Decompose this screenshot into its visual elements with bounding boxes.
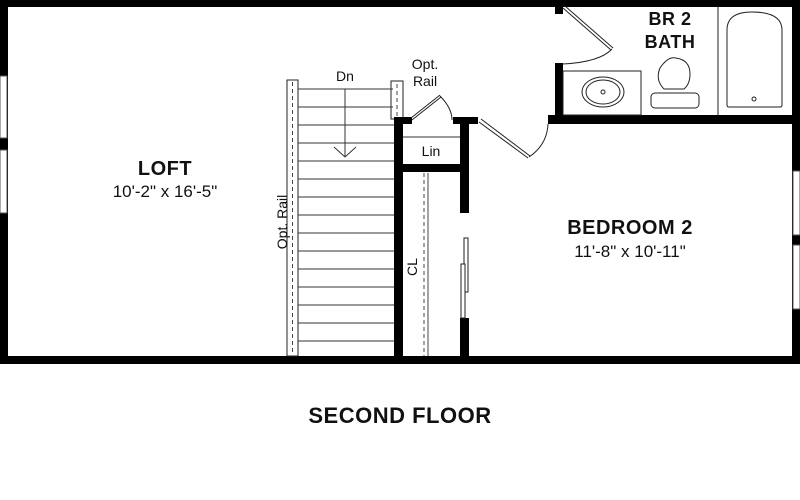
loft-room-name: LOFT <box>137 158 193 180</box>
bath-room-name-line1: BR 2 <box>648 9 692 29</box>
vanity <box>562 70 642 116</box>
opt-rail-top-label-line2: Rail <box>412 73 438 89</box>
bedroom2-room-name: BEDROOM 2 <box>567 217 693 239</box>
bedroom2-room-dimensions: 11'-8" x 10'-11" <box>574 242 686 261</box>
stair-treads <box>298 88 398 342</box>
loft-room-dimensions: 10'-2" x 16'-5" <box>112 182 218 201</box>
closet-rod <box>423 173 429 356</box>
closet-walls <box>394 117 478 358</box>
opt-rail-top-label-line1: Opt. <box>411 56 439 72</box>
bedroom-door <box>478 118 549 159</box>
toilet <box>650 57 700 109</box>
linen-closet-label: Lin <box>421 143 441 159</box>
bedroom-windows <box>792 170 800 310</box>
loft-windows <box>0 75 8 214</box>
opt-rail-stair-label: Opt. Rail <box>274 194 290 250</box>
stairs-down-label: Dn <box>336 68 354 84</box>
closet-label: CL <box>404 258 420 276</box>
bathtub <box>717 7 783 115</box>
bath-walls <box>548 0 800 124</box>
linen-door <box>410 94 453 121</box>
bath-door <box>562 5 614 65</box>
floor-title: SECOND FLOOR <box>308 403 492 428</box>
bath-room-name-line2: BATH <box>644 32 696 52</box>
stair-down-arrow <box>333 89 357 158</box>
closet-sliding-doors <box>460 237 469 319</box>
